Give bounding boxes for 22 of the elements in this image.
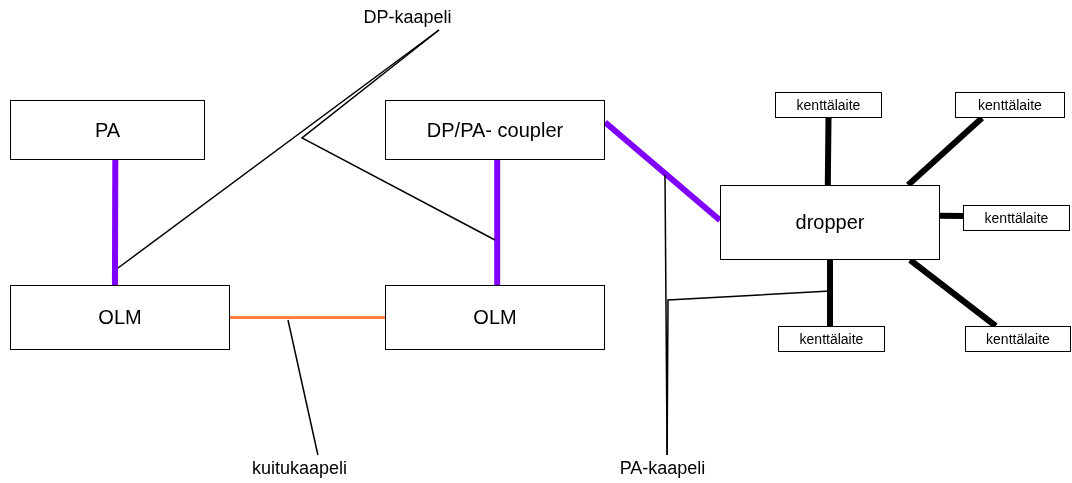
- device-box: dropper: [720, 185, 940, 260]
- field-device-box: kenttälaite: [965, 326, 1071, 352]
- device-box: PA: [10, 100, 205, 160]
- device-box: OLM: [385, 285, 605, 350]
- leader-line: [287, 319, 319, 456]
- cable-line: [824, 117, 832, 186]
- field-device-box: kenttälaite: [778, 326, 885, 352]
- cable-line: [494, 160, 501, 285]
- cable-line: [939, 212, 964, 219]
- device-box: DP/PA- coupler: [385, 100, 605, 160]
- cable-label: kuitukaapeli: [242, 455, 357, 481]
- field-device-box: kenttälaite: [775, 92, 882, 118]
- leader-line: [300, 29, 496, 241]
- cable-line: [230, 316, 385, 319]
- cable-line: [111, 160, 119, 285]
- cable-line: [603, 119, 722, 223]
- device-box: OLM: [10, 285, 230, 350]
- cable-line: [827, 260, 833, 326]
- cable-label: PA-kaapeli: [605, 455, 720, 481]
- cable-label: DP-kaapeli: [355, 4, 460, 30]
- field-device-box: kenttälaite: [963, 205, 1070, 231]
- field-device-box: kenttälaite: [955, 92, 1065, 118]
